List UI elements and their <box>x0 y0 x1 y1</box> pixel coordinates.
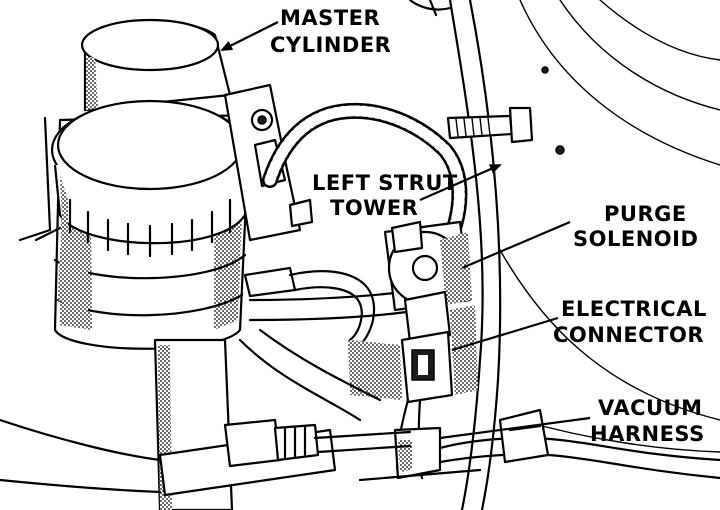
label-line: MASTER <box>280 6 380 30</box>
label-left-strut-tower: LEFT STRUT TOWER <box>312 171 458 220</box>
lower-components <box>0 328 482 510</box>
master-cylinder-assembly <box>18 18 252 350</box>
vacuum-harness-tubes <box>393 398 720 480</box>
leader-electrical-connector <box>451 316 559 352</box>
label-line: LEFT STRUT <box>312 171 458 195</box>
leader-left-strut-tower <box>419 163 502 202</box>
callout-leaders <box>220 21 591 440</box>
label-line: CYLINDER <box>270 33 391 57</box>
label-electrical-connector: ELECTRICAL CONNECTOR <box>553 297 707 347</box>
leader-vacuum-harness <box>439 416 591 440</box>
purge-solenoid-assembly <box>348 220 478 404</box>
label-line: VACUUM <box>598 396 703 420</box>
label-master-cylinder: MASTER CYLINDER <box>270 6 391 57</box>
leader-master-cylinder <box>220 21 279 51</box>
master-cylinder-body <box>223 83 314 298</box>
label-line: SOLENOID <box>573 227 698 251</box>
label-line: HARNESS <box>590 422 705 446</box>
label-line: PURGE <box>604 202 687 226</box>
strut-bolt <box>446 106 534 144</box>
leader-purge-solenoid <box>461 220 571 270</box>
label-line: TOWER <box>330 196 418 220</box>
label-line: CONNECTOR <box>553 323 704 347</box>
label-line: ELECTRICAL <box>561 297 707 321</box>
label-purge-solenoid: PURGE SOLENOID <box>573 202 698 251</box>
label-vacuum-harness: VACUUM HARNESS <box>590 396 705 446</box>
